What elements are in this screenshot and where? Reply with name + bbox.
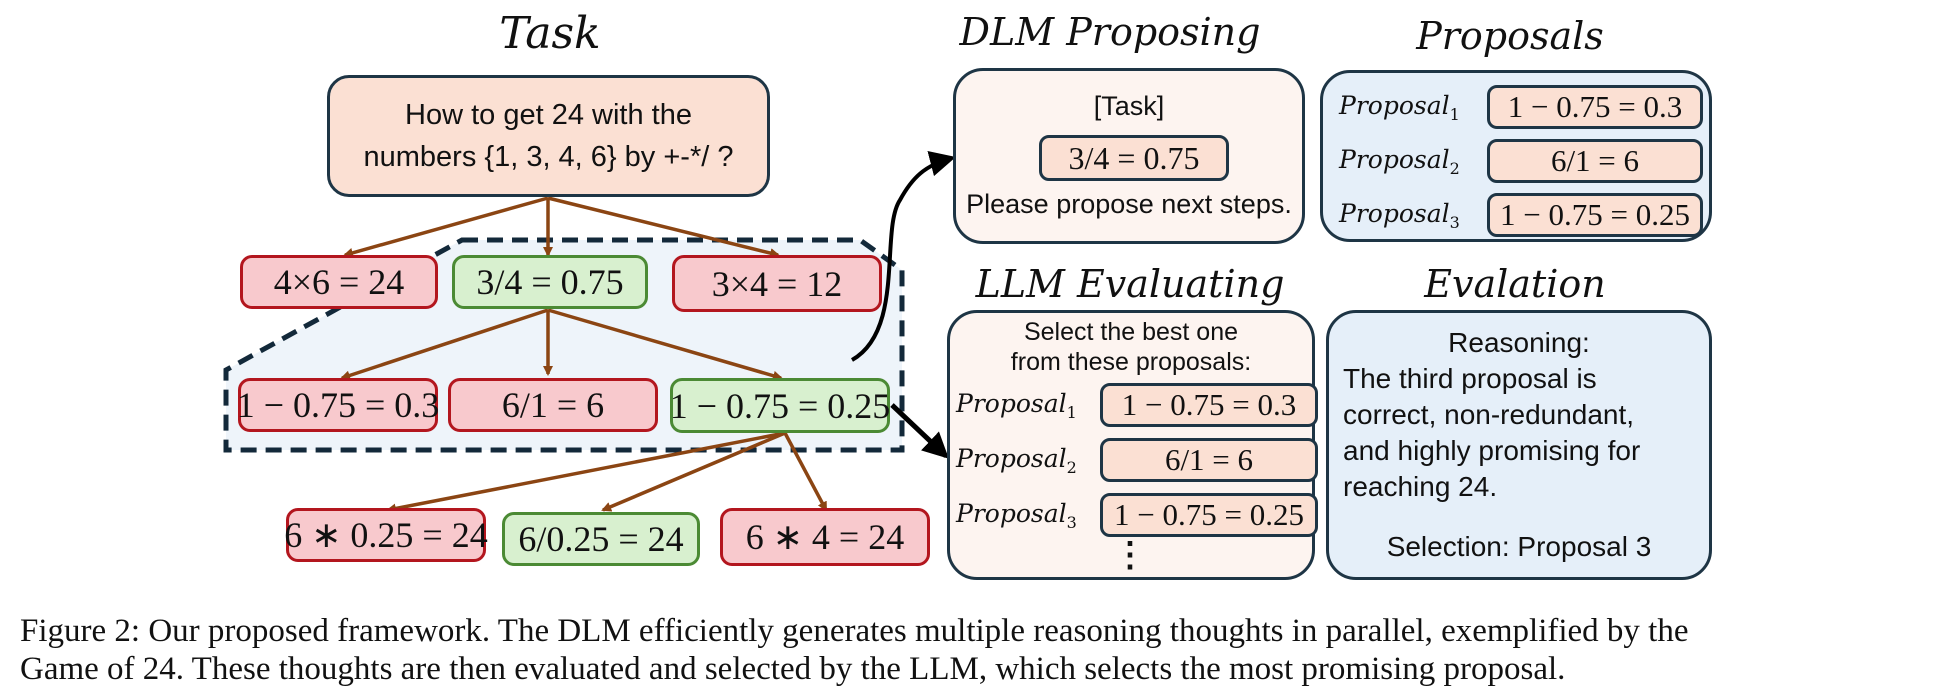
llm-instruction: Select the best one from these proposals… (950, 317, 1312, 377)
figure-caption: Figure 2: Our proposed framework. The DL… (20, 612, 1689, 688)
proposal-value-1: 1 − 0.75 = 0.3 (1487, 85, 1703, 129)
dlm-state-chip: 3/4 = 0.75 (1039, 135, 1229, 181)
proposals-title: Proposals (1416, 14, 1604, 58)
llm-proposal-row-3: Proposal3 1 − 0.75 = 0.25 (956, 493, 1318, 539)
proposal-row-1: Proposal1 1 − 0.75 = 0.3 (1339, 85, 1703, 131)
llm-proposal-value-3: 1 − 0.75 = 0.25 (1100, 493, 1318, 537)
reasoning-heading: Reasoning: (1448, 327, 1590, 358)
tree-node-l3-1: 6 ∗ 0.25 = 24 (284, 508, 488, 562)
dlm-instruction: Please propose next steps. (966, 189, 1292, 219)
edge-l1-l2-3 (547, 308, 783, 381)
llm-evaluating-panel: Select the best one from these proposals… (947, 310, 1318, 580)
proposal-label-2: Proposal2 (1339, 145, 1460, 178)
tree-node-l3-2: 6/0.25 = 24 (502, 512, 700, 566)
tree-node-l2-1: 1 − 0.75 = 0.3 (237, 378, 439, 432)
dlm-task-label: [Task] (1093, 91, 1165, 121)
edge-task-l1-1 (343, 196, 549, 258)
llm-proposal-label-1: Proposal1 (956, 389, 1077, 422)
proposal-label-3: Proposal3 (1339, 199, 1460, 232)
reasoning-body: The third proposal is correct, non-redun… (1343, 361, 1640, 505)
reasoning-line-1: The third proposal is (1343, 363, 1597, 394)
tree-node-l3-3: 6 ∗ 4 = 24 (720, 508, 930, 566)
reasoning-line-4: reaching 24. (1343, 471, 1498, 502)
evaluation-title: Evalation (1424, 262, 1606, 306)
tree-node-l2-2: 6/1 = 6 (448, 378, 658, 432)
caption-line-1: Figure 2: Our proposed framework. The DL… (20, 613, 1689, 649)
proposal-row-3: Proposal3 1 − 0.75 = 0.25 (1339, 193, 1703, 239)
task-line-1: How to get 24 with the (405, 99, 692, 131)
proposal-label-1: Proposal1 (1339, 91, 1460, 124)
task-box: How to get 24 with the numbers {1, 3, 4,… (327, 75, 770, 197)
selection-result: Selection: Proposal 3 (1386, 531, 1652, 562)
task-line-2: numbers {1, 3, 4, 6} by +-*/ ? (363, 141, 734, 173)
llm-evaluating-title: LLM Evaluating (975, 262, 1285, 306)
edge-l2-l3-1 (386, 431, 786, 514)
dlm-proposing-panel: [Task] 3/4 = 0.75 Please propose next st… (953, 68, 1305, 244)
edge-l2-l3-3 (783, 432, 828, 512)
llm-proposal-label-2: Proposal2 (956, 444, 1077, 477)
llm-proposal-label-3: Proposal3 (956, 499, 1077, 532)
edge-task-l1-3 (547, 196, 780, 258)
llm-proposal-row-1: Proposal1 1 − 0.75 = 0.3 (956, 383, 1318, 429)
tree-node-l2-3: 1 − 0.75 = 0.25 (670, 378, 890, 433)
edge-l1-l2-1 (340, 308, 549, 381)
tree-node-l1-1: 4×6 = 24 (240, 255, 438, 309)
proposal-value-3: 1 − 0.75 = 0.25 (1487, 193, 1703, 237)
task-title: Task (499, 8, 601, 59)
caption-line-2: Game of 24. These thoughts are then eval… (20, 651, 1566, 687)
tree-node-l1-3: 3×4 = 12 (672, 255, 882, 312)
reasoning-line-3: and highly promising for (1343, 435, 1641, 466)
llm-instruction-line-1: Select the best one (1023, 318, 1239, 346)
arrow-to-dlm-proposing (850, 150, 956, 362)
edge-l2-l3-2 (601, 431, 786, 512)
proposal-row-2: Proposal2 6/1 = 6 (1339, 139, 1703, 185)
llm-proposal-value-2: 6/1 = 6 (1100, 438, 1318, 482)
llm-proposal-value-1: 1 − 0.75 = 0.3 (1100, 383, 1318, 427)
llm-instruction-line-2: from these proposals: (1010, 348, 1252, 376)
arrow-to-llm-evaluating (890, 403, 949, 459)
evaluation-panel: Reasoning: The third proposal is correct… (1326, 310, 1712, 580)
reasoning-line-2: correct, non-redundant, (1343, 399, 1635, 430)
tree-node-l1-2: 3/4 = 0.75 (452, 255, 648, 309)
proposal-value-2: 6/1 = 6 (1487, 139, 1703, 183)
proposals-panel: Proposal1 1 − 0.75 = 0.3 Proposal2 6/1 =… (1320, 70, 1712, 242)
llm-proposal-row-2: Proposal2 6/1 = 6 (956, 438, 1318, 484)
dlm-proposing-title: DLM Proposing (959, 10, 1261, 54)
more-proposals-ellipsis: ⋮ (1113, 536, 1147, 574)
